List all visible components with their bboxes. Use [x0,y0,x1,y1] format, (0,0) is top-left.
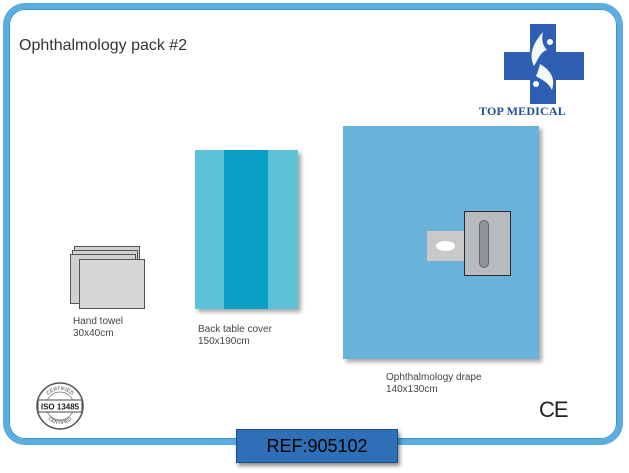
iso-center-text: ISO 13485 [41,403,80,412]
back-table-cover-name: Back table cover [198,324,272,335]
iso-top-text: CERTIFIED [46,386,75,397]
drape-fenestration [427,231,465,261]
ce-mark-icon: CE [539,397,569,422]
eye-opening [436,241,455,251]
cover-stripe-right [268,150,298,309]
svg-text:CERTIFIED: CERTIFIED [47,416,74,426]
hand-towel-image [68,246,148,310]
brand-name: TOP MEDICAL [479,104,566,118]
iso-bottom-text: CERTIFIED [47,416,74,426]
back-table-cover-image [195,150,298,309]
fluid-pouch [464,211,511,276]
medical-cross-hands-icon [504,24,584,104]
pouch-slot [479,220,489,268]
drape-size: 140x130cm [386,384,438,395]
hand-towel-label: Hand towel 30x40cm [73,316,123,340]
cover-stripe-left [195,150,224,309]
back-table-cover-size: 150x190cm [198,336,250,347]
svg-text:CERTIFIED: CERTIFIED [46,386,75,397]
cover-stripe-center [224,150,268,309]
iso-certified-seal-icon: ISO 13485 CERTIFIED CERTIFIED [36,382,84,430]
hand-towel-name: Hand towel [73,316,124,327]
ophthalmology-drape-image [343,126,539,359]
drape-name: Ophthalmology drape [386,372,482,383]
hand-towel-size: 30x40cm [73,328,114,339]
ref-number-button: REF:905102 [236,429,398,463]
back-table-cover-label: Back table cover 150x190cm [198,324,272,348]
drape-label: Ophthalmology drape 140x130cm [386,372,482,396]
page-title: Ophthalmology pack #2 [19,37,188,54]
